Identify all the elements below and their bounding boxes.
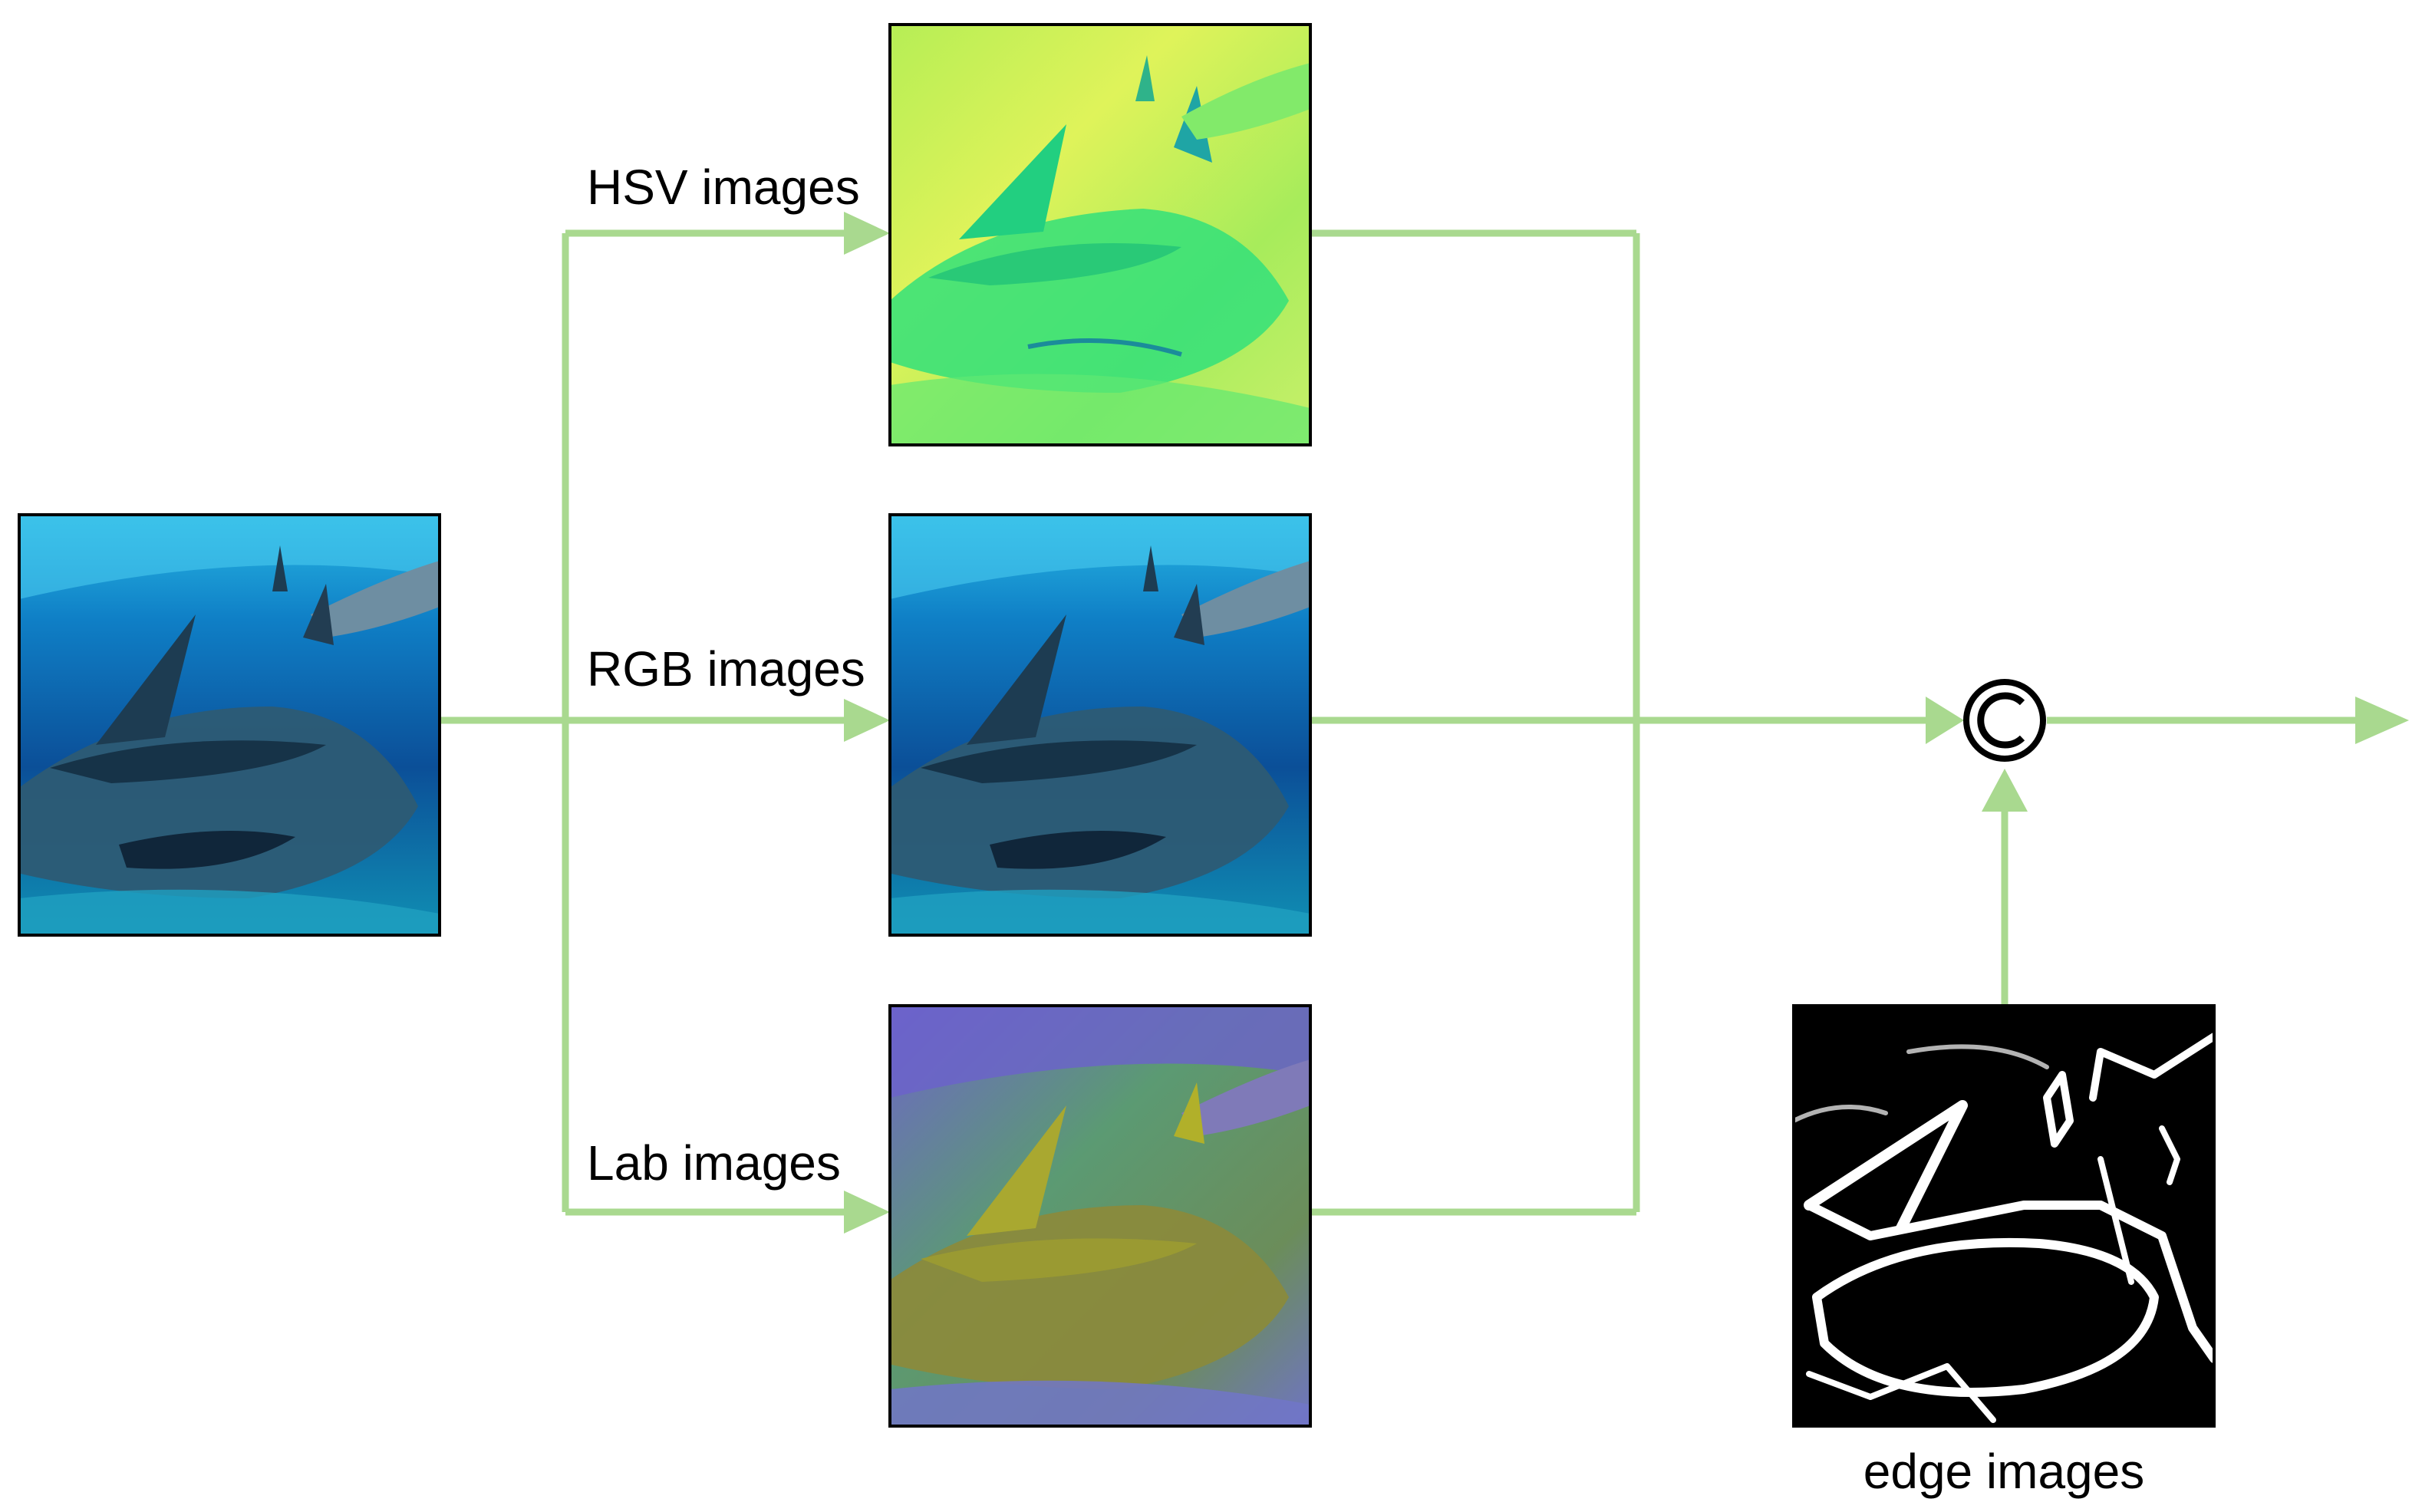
input-image xyxy=(18,513,441,937)
edge-image xyxy=(1792,1004,2216,1428)
hsv-label: HSV images xyxy=(587,160,860,215)
arrowhead-rgb xyxy=(844,699,890,742)
lab-label: Lab images xyxy=(587,1135,841,1191)
arrowhead-output xyxy=(2355,697,2409,744)
rgb-image xyxy=(888,513,1312,937)
edge-label: edge images xyxy=(1863,1444,2144,1499)
arrowhead-concat-in xyxy=(1926,697,1964,744)
lab-image xyxy=(888,1004,1312,1428)
hsv-image xyxy=(888,23,1312,446)
concat-operator: © xyxy=(1963,679,2046,762)
arrowhead-edge-up xyxy=(1982,769,2028,812)
connector-lines xyxy=(439,212,2409,1234)
arrowhead-hsv xyxy=(844,212,890,255)
rgb-label: RGB images xyxy=(587,641,865,697)
arrowhead-lab xyxy=(844,1191,890,1234)
